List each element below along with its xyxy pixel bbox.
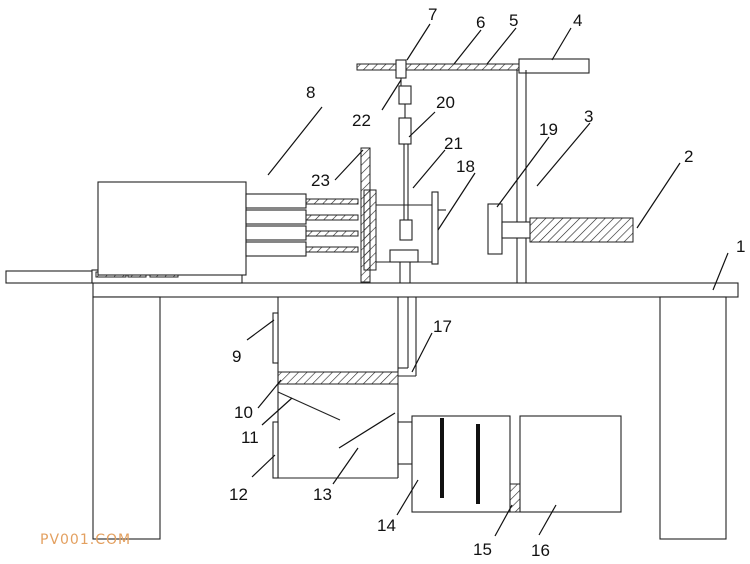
feed-rail	[5, 270, 93, 284]
watermark: PV001.COM	[40, 532, 131, 548]
label-10: 10	[234, 403, 253, 422]
label-23: 23	[311, 171, 330, 190]
filter-screen	[277, 371, 399, 385]
push-rod	[501, 221, 531, 239]
label-8: 8	[306, 83, 315, 102]
label-12: 12	[229, 485, 248, 504]
drill-bit-3	[305, 230, 359, 237]
part-labels: 1 2 3 4 5 6 7 8 9 10 11 12 13 14 15 16 1…	[229, 5, 745, 560]
clamp-plate	[431, 191, 439, 265]
right-cylinder	[529, 217, 634, 243]
label-16: 16	[531, 541, 550, 560]
label-7: 7	[428, 5, 437, 24]
label-15: 15	[473, 540, 492, 559]
left-drive-unit	[5, 181, 359, 284]
right-pusher	[487, 203, 634, 255]
door-lower	[272, 421, 279, 479]
drill-bit-4	[305, 246, 359, 253]
motor-box	[519, 415, 622, 513]
outlet-pipe	[397, 421, 413, 465]
push-rod-1	[245, 193, 307, 209]
label-9: 9	[232, 347, 241, 366]
push-rod-2	[245, 209, 307, 225]
label-13: 13	[313, 485, 332, 504]
label-21: 21	[444, 134, 463, 153]
label-2: 2	[684, 147, 693, 166]
label-4: 4	[573, 11, 582, 30]
label-19: 19	[539, 120, 558, 139]
table-top	[92, 282, 739, 298]
label-11: 11	[241, 428, 259, 447]
coupling	[509, 483, 521, 513]
drill-bit-1	[305, 198, 359, 205]
guide-plate	[360, 147, 377, 283]
pump-box	[411, 415, 511, 513]
label-17: 17	[433, 317, 452, 336]
connector-lower	[398, 117, 412, 145]
label-5: 5	[509, 11, 518, 30]
clamp-block	[399, 219, 413, 241]
collection-unit	[272, 297, 622, 513]
leader-lines	[246, 23, 729, 537]
drill-bit-2	[305, 214, 359, 221]
label-1: 1	[736, 237, 745, 256]
label-6: 6	[476, 13, 485, 32]
top-motor	[518, 58, 590, 74]
push-plate	[487, 203, 503, 255]
label-18: 18	[456, 157, 475, 176]
label-22: 22	[352, 111, 371, 130]
table	[92, 282, 739, 540]
label-20: 20	[436, 93, 455, 112]
slider-block	[395, 59, 407, 79]
clamp-frame	[376, 191, 446, 283]
push-rod-3	[245, 225, 307, 241]
top-screw-rod	[356, 63, 520, 71]
label-14: 14	[377, 516, 396, 535]
table-leg-left	[92, 296, 161, 540]
motor-housing	[97, 181, 247, 276]
top-gantry	[356, 58, 590, 283]
table-leg-right	[659, 296, 727, 540]
clamp-base	[389, 249, 419, 263]
label-3: 3	[584, 107, 593, 126]
push-rod-4	[245, 241, 307, 257]
door-upper	[272, 312, 279, 364]
connector-upper	[398, 85, 412, 105]
